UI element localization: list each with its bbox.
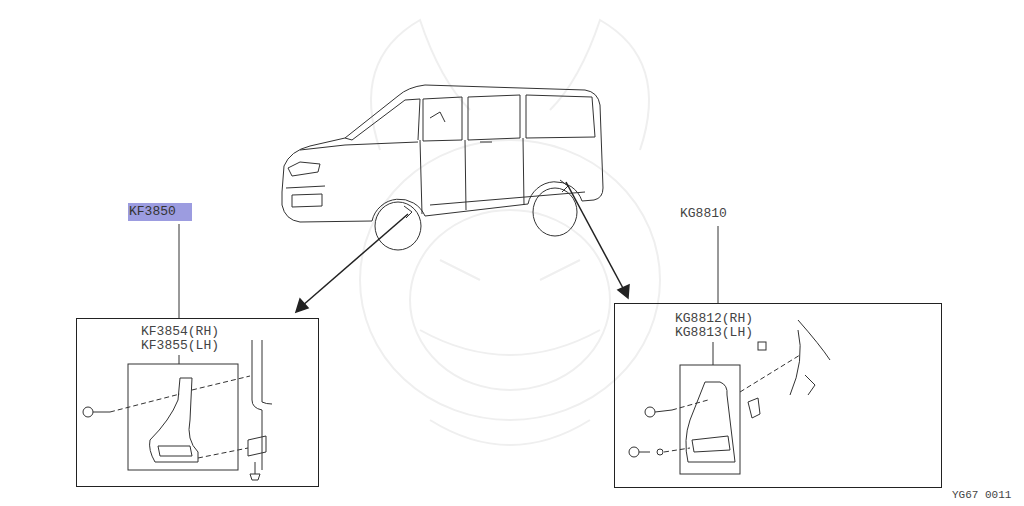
part-box: KG8812(RH) KG8813(LH)	[614, 303, 942, 488]
part-box: KF3854(RH) KF3855(LH)	[76, 318, 319, 487]
rear-mudguard-drawing	[629, 320, 830, 474]
part-number: KF3854(RH) KF3855(LH)	[107, 325, 253, 353]
assembly-number: KG8810	[680, 207, 727, 221]
assembly-number: KF3850	[129, 205, 176, 219]
watermark	[360, 20, 660, 445]
figure-code: YG67 0011	[952, 488, 1011, 502]
front-mudguard-drawing	[83, 340, 272, 480]
pointer-arrow	[296, 182, 629, 312]
part-number: KG8812(RH) KG8813(LH)	[655, 312, 773, 340]
van-drawing	[282, 85, 603, 250]
leader-line	[179, 224, 718, 365]
highlight	[128, 203, 192, 221]
